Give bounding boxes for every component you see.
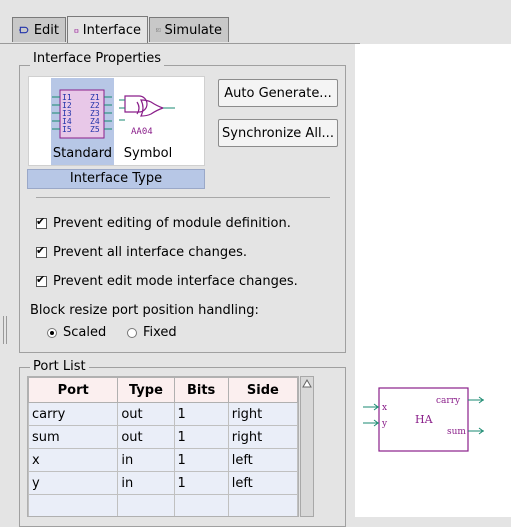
port-type-cell[interactable]: in — [117, 448, 175, 472]
tab-edit[interactable]: Edit — [12, 17, 66, 42]
checkbox-label: Prevent edit mode interface changes. — [53, 274, 298, 289]
tab-divider — [0, 43, 360, 44]
preview-pin-right: Z5 — [90, 125, 100, 134]
radio-label: Scaled — [63, 325, 107, 340]
scaled-radio[interactable]: Scaled — [47, 325, 106, 340]
standard-symbol-icon: I1 I2 I3 I4 I5 Z1 Z2 Z3 Z4 Z5 — [52, 89, 112, 139]
port-name-cell[interactable]: sum — [28, 425, 119, 449]
port-name-cell[interactable]: x — [28, 448, 119, 472]
preview-pin-right: Z1 — [90, 93, 100, 102]
radio-selected-icon — [47, 327, 57, 338]
port-table: Port Type Bits Side carry out 1 right su… — [28, 377, 298, 516]
port-table-scrollbar[interactable] — [300, 376, 314, 517]
preview-pin-right: Z4 — [90, 117, 100, 126]
interface-properties-group — [19, 65, 346, 353]
checkbox-checked-icon — [36, 244, 47, 258]
logic-gate-symbol-icon: AA04 — [119, 95, 175, 137]
interface-type-standard[interactable]: I1 I2 I3 I4 I5 Z1 Z2 Z3 Z4 Z5 Standard — [51, 78, 114, 165]
section-separator — [36, 197, 330, 198]
block-input-pin-label: x — [382, 403, 387, 413]
port-bits-cell[interactable]: 1 — [173, 471, 229, 495]
table-header-row: Port Type Bits Side — [28, 377, 298, 403]
port-type-cell[interactable]: out — [117, 425, 175, 449]
tab-simulate[interactable]: Simulate — [149, 17, 229, 42]
scroll-up-arrow-icon[interactable] — [302, 378, 312, 388]
port-bits-cell[interactable]: 1 — [173, 402, 229, 426]
symbol-option-label: Symbol — [123, 146, 173, 161]
block-input-pin-label: y — [381, 419, 388, 429]
half-adder-block[interactable]: x y carry sum HA — [355, 370, 511, 470]
block-output-pin-label: carry — [436, 396, 461, 406]
interface-type-symbol[interactable]: AA04 Symbol — [117, 78, 179, 165]
preview-pin-left: I5 — [62, 125, 72, 134]
preview-pin-right: Z3 — [90, 109, 100, 118]
port-side-cell[interactable]: right — [227, 425, 298, 449]
port-name-cell[interactable]: carry — [28, 402, 119, 426]
synchronize-all-button[interactable]: Synchronize All... — [218, 119, 338, 147]
port-type-cell[interactable]: out — [117, 402, 175, 426]
table-row-empty[interactable] — [28, 494, 298, 516]
port-side-cell[interactable]: right — [227, 402, 298, 426]
column-header-bits[interactable]: Bits — [173, 377, 229, 403]
column-header-port[interactable]: Port — [28, 377, 119, 403]
table-row[interactable]: carry out 1 right — [28, 402, 298, 426]
block-name-label: HA — [415, 413, 434, 426]
auto-generate-button[interactable]: Auto Generate... — [218, 79, 338, 107]
splitter-handle[interactable] — [3, 316, 7, 344]
radio-unselected-icon — [127, 327, 137, 338]
resize-handling-label: Block resize port position handling: — [30, 303, 259, 318]
preview-pin-left: I1 — [62, 93, 72, 102]
block-output-pin-label: sum — [447, 427, 466, 437]
port-list-title: Port List — [30, 359, 89, 374]
table-row[interactable]: sum out 1 right — [28, 425, 298, 449]
tab-interface[interactable]: Interface — [67, 16, 148, 44]
interface-type-label: Interface Type — [27, 169, 205, 189]
port-bits-cell[interactable]: 1 — [173, 448, 229, 472]
tab-simulate-label: Simulate — [164, 22, 222, 38]
table-row[interactable]: y in 1 left — [28, 471, 298, 495]
preview-pin-left: I3 — [62, 109, 72, 118]
checkbox-label: Prevent editing of module definition. — [53, 216, 291, 231]
port-bits-cell[interactable]: 1 — [173, 425, 229, 449]
symbol-preview-label: AA04 — [131, 127, 153, 137]
prevent-interface-changes-checkbox[interactable]: Prevent all interface changes. — [36, 244, 248, 260]
edit-mode-icon — [19, 26, 29, 34]
port-side-cell[interactable]: left — [227, 448, 298, 472]
checkbox-checked-icon — [36, 215, 47, 229]
tab-interface-label: Interface — [82, 23, 141, 38]
port-side-cell[interactable]: left — [227, 471, 298, 495]
radio-label: Fixed — [143, 325, 177, 340]
waveform-icon — [156, 28, 161, 32]
mode-tab-bar: Edit Interface Simulate — [0, 0, 511, 44]
fixed-radio[interactable]: Fixed — [127, 325, 177, 340]
prevent-module-edit-checkbox[interactable]: Prevent editing of module definition. — [36, 215, 291, 231]
table-row[interactable]: x in 1 left — [28, 448, 298, 472]
prevent-edit-mode-changes-checkbox[interactable]: Prevent edit mode interface changes. — [36, 273, 298, 289]
checkbox-checked-icon — [36, 273, 47, 287]
standard-option-label: Standard — [52, 146, 113, 161]
preview-pin-left: I4 — [62, 117, 72, 126]
preview-pin-right: Z2 — [90, 101, 100, 110]
tab-edit-label: Edit — [33, 22, 59, 38]
preview-pin-left: I2 — [62, 101, 72, 110]
port-table-container: Port Type Bits Side carry out 1 right su… — [27, 376, 299, 517]
port-type-cell[interactable]: in — [117, 471, 175, 495]
column-header-side[interactable]: Side — [227, 377, 298, 403]
column-header-type[interactable]: Type — [117, 377, 175, 403]
chip-icon — [74, 28, 79, 33]
interface-properties-title: Interface Properties — [30, 51, 165, 66]
checkbox-label: Prevent all interface changes. — [53, 245, 248, 260]
port-name-cell[interactable]: y — [28, 471, 119, 495]
